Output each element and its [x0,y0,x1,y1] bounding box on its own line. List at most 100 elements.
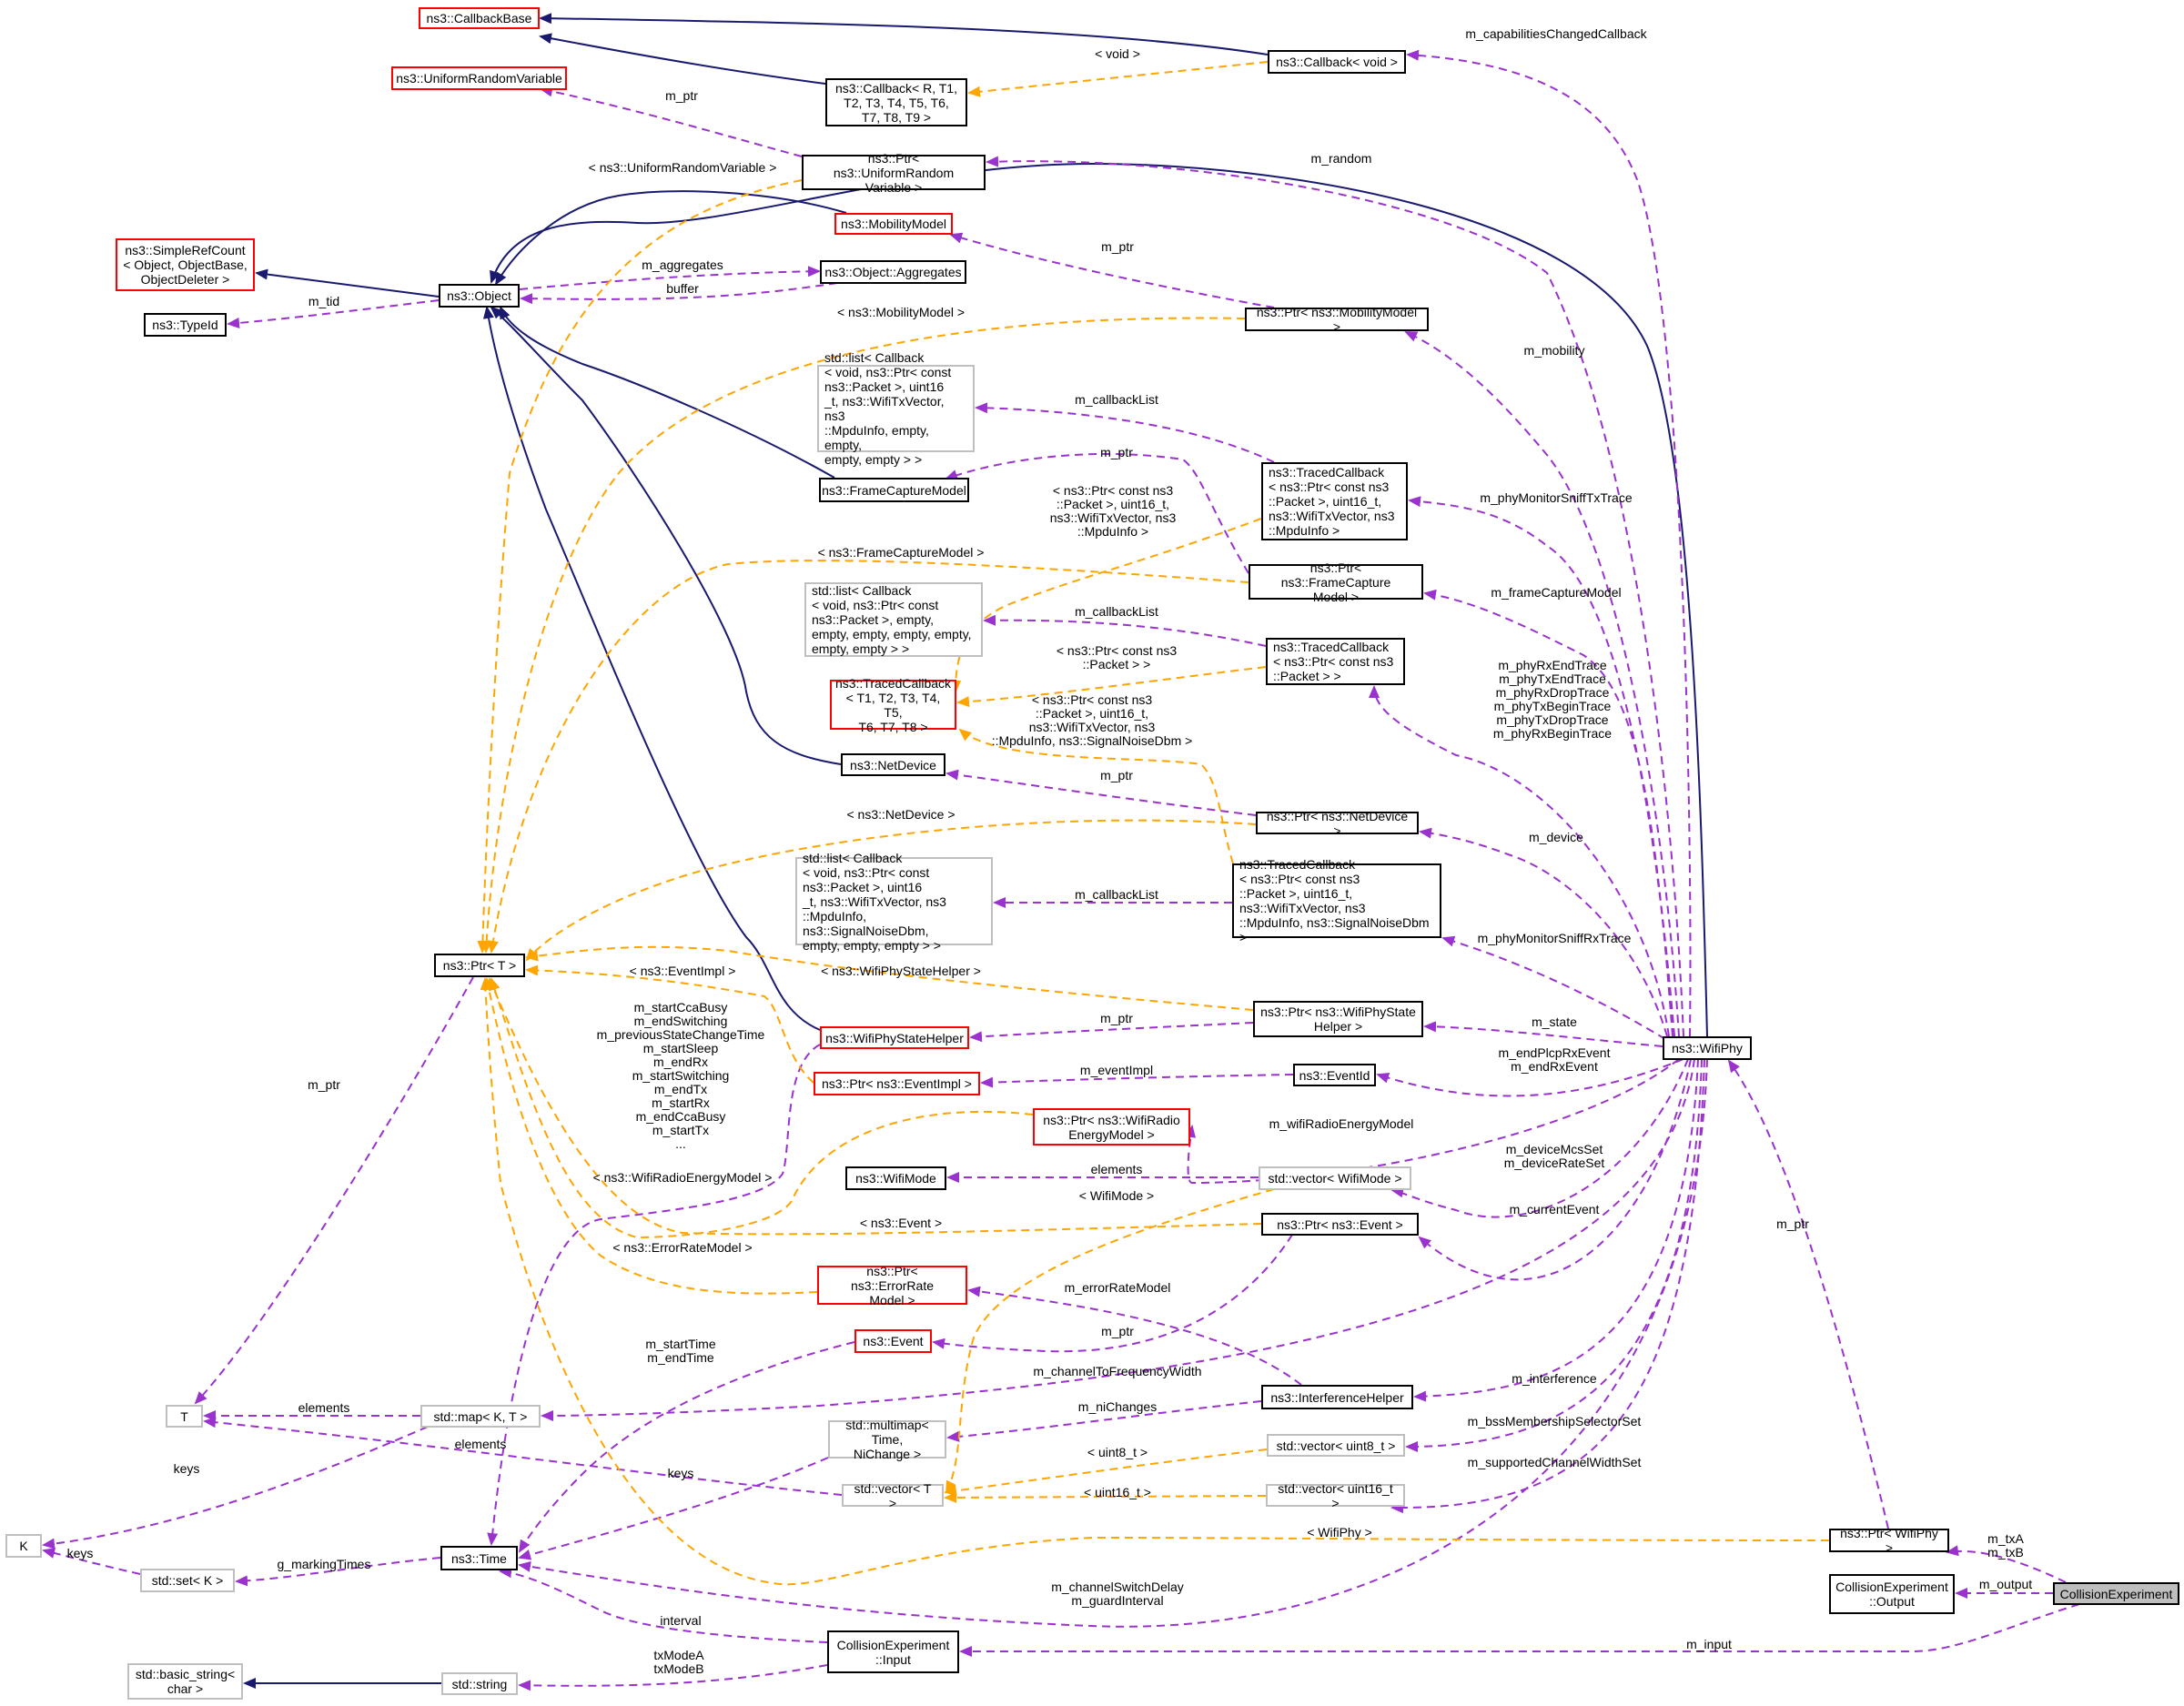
label-phy-traces: m_phyRxEndTrace m_phyTxEndTrace m_phyRxD… [1492,658,1613,741]
node-ptr-event[interactable]: ns3::Ptr< ns3::Event > [1261,1213,1419,1236]
node-uniform-random-variable[interactable]: ns3::UniformRandomVariable [391,66,567,90]
node-ptr-wifi-phy[interactable]: ns3::Ptr< WifiPhy > [1829,1526,1949,1555]
edge-eventimpl-tpl [525,964,814,1084]
edge-cblist-tx [975,402,1275,463]
node-collision-experiment-input[interactable]: CollisionExperiment ::Input [827,1630,959,1673]
edge-chan-freq [541,1058,1695,1421]
label-eventid-fields: m_endPlcpRxEvent m_endRxEvent [1498,1045,1611,1074]
node-k[interactable]: K [5,1534,42,1558]
node-collision-experiment-output[interactable]: CollisionExperiment ::Output [1829,1574,1955,1614]
node-traced-callback-tx[interactable]: ns3::TracedCallback < ns3::Ptr< const ns… [1261,462,1408,540]
edge-nd-tpl [525,819,1257,962]
label-chan-width: m_supportedChannelWidthSet [1467,1455,1642,1469]
edge-tx-ab [1946,1545,2067,1583]
node-ptr-frame-capture-model[interactable]: ns3::Ptr< ns3::FrameCapture Model > [1249,560,1423,604]
edge-wpsh-tpl [525,945,1254,1011]
node-map-k-t[interactable]: std::map< K, T > [420,1405,541,1428]
edge-wifiphy-tpl [480,977,1830,1586]
node-event-id[interactable]: ns3::EventId [1293,1064,1376,1086]
edge-switch-guard [518,1058,1708,1628]
node-collision-experiment[interactable]: CollisionExperiment [2053,1582,2179,1605]
node-wifi-mode[interactable]: ns3::WifiMode [845,1166,946,1190]
node-vector-wifi-mode[interactable]: std::vector< WifiMode > [1259,1166,1411,1190]
edge-erm-tpl [483,977,818,1295]
edge-fcm-ptr [945,452,1249,574]
label-current-event: m_currentEvent [1509,1202,1600,1216]
edge-wpsh-ptr [969,1022,1254,1043]
label-tctx-tpl: < ns3::Ptr< const ns3 ::Packet >, uint16… [1049,483,1177,539]
label-wifi-radio-energy: m_wifiRadioEnergyModel [1269,1116,1414,1131]
node-object-aggregates[interactable]: ns3::Object::Aggregates [820,260,966,284]
node-interference-helper[interactable]: ns3::InterferenceHelper [1261,1385,1413,1409]
node-t[interactable]: T [166,1405,203,1428]
node-ptr-wifi-phy-state-helper[interactable]: ns3::Ptr< ns3::WifiPhyState Helper > [1253,1001,1423,1037]
edge-callbackgeneric-callbackbase [539,33,826,85]
label-tcpacket-tpl: < ns3::Ptr< const ns3 ::Packet > > [1056,643,1178,671]
node-traced-callback-generic[interactable]: ns3::TracedCallback < T1, T2, T3, T4, T5… [830,676,956,734]
label-tid: m_tid [308,294,340,308]
label-input: m_input [1686,1637,1732,1651]
node-vector-uint16[interactable]: std::vector< uint16_t > [1266,1481,1405,1510]
node-basic-string[interactable]: std::basic_string< char > [127,1663,243,1700]
node-vector-uint8[interactable]: std::vector< uint8_t > [1267,1434,1405,1457]
label-rate-sets: m_deviceMcsSet m_deviceRateSet [1503,1142,1605,1170]
label-state: m_state [1532,1015,1577,1029]
node-object[interactable]: ns3::Object [439,284,520,308]
node-callback-base[interactable]: ns3::CallbackBase [419,7,540,29]
node-std-list-tx[interactable]: std::list< Callback < void, ns3::Ptr< co… [817,350,975,467]
label-cblist-packet: m_callbackList [1075,604,1158,619]
node-std-list-rx[interactable]: std::list< Callback < void, ns3::Ptr< co… [795,851,993,953]
node-callback-generic[interactable]: ns3::Callback< R, T1, T2, T3, T4, T5, T6… [825,78,967,126]
node-mobility-model[interactable]: ns3::MobilityModel [834,213,953,235]
label-keys-map: keys [173,1461,200,1476]
label-event-impl: m_eventImpl [1079,1063,1154,1077]
edge-callbackvoid-callbackbase [539,13,1269,56]
node-vector-t[interactable]: std::vector< T > [842,1481,944,1510]
node-ptr-uniform-random-variable[interactable]: ns3::Ptr< ns3::UniformRandom Variable > [802,151,986,195]
label-wifimode-tpl: < WifiMode > [1078,1188,1155,1203]
node-traced-callback-rx[interactable]: ns3::TracedCallback < ns3::Ptr< const ns… [1232,857,1441,944]
node-ptr-t[interactable]: ns3::Ptr< T > [434,954,525,977]
label-switch-guard: m_channelSwitchDelay m_guardInterval [1051,1580,1184,1608]
node-simple-ref-count[interactable]: ns3::SimpleRefCount < Object, ObjectBase… [116,238,255,291]
node-wifi-phy[interactable]: ns3::WifiPhy [1663,1036,1752,1060]
edge-state [1423,1021,1663,1047]
node-ptr-event-impl[interactable]: ns3::Ptr< ns3::EventImpl > [814,1072,980,1095]
node-ptr-mobility-model[interactable]: ns3::Ptr< ns3::MobilityModel > [1245,305,1429,334]
label-keys-set: keys [66,1546,94,1560]
node-ptr-error-rate-model[interactable]: ns3::Ptr< ns3::ErrorRate Model > [817,1264,967,1307]
label-cblist-rx: m_callbackList [1075,887,1158,902]
node-multimap-time-nichange[interactable]: std::multimap< Time, NiChange > [828,1418,946,1461]
node-ptr-net-device[interactable]: ns3::Ptr< ns3::NetDevice > [1256,809,1419,838]
edge-wrem-tpl [489,977,1034,1239]
edge-random [986,156,1684,1037]
edge-frame-capture [1423,589,1673,1037]
node-callback-void[interactable]: ns3::Callback< void > [1268,50,1406,74]
edge-tcpacket-tpl [956,666,1267,708]
label-ptrt-ptr: m_ptr [308,1077,340,1092]
node-wifi-phy-state-helper[interactable]: ns3::WifiPhyStateHelper [820,1026,969,1049]
node-frame-capture-model[interactable]: ns3::FrameCaptureModel [819,478,969,502]
label-tx-ab: m_txA m_txB [1987,1531,2024,1560]
node-type-id[interactable]: ns3::TypeId [144,313,227,337]
node-std-list-packet[interactable]: std::list< Callback < void, ns3::Ptr< co… [804,582,983,657]
node-time[interactable]: ns3::Time [440,1546,518,1570]
edge-fcm-tpl [488,560,1249,954]
label-start-end: m_startTime m_endTime [645,1337,716,1365]
node-ptr-wifi-radio-energy-model[interactable]: ns3::Ptr< ns3::WifiRadio EnergyModel > [1033,1108,1190,1146]
edge-aggregates [519,266,821,290]
label-error-rate: m_errorRateModel [1064,1280,1171,1295]
label-mobility: m_mobility [1523,343,1585,358]
node-traced-callback-packet[interactable]: ns3::TracedCallback < ns3::Ptr< const ns… [1266,638,1405,685]
edge-start-end [518,1341,855,1553]
label-uint16-tpl: < uint16_t > [1084,1485,1151,1499]
label-event-ptr: m_ptr [1101,1324,1134,1338]
label-wifiphy-tpl: < WifiPhy > [1307,1525,1372,1539]
node-set-k[interactable]: std::set< K > [140,1569,235,1592]
node-net-device[interactable]: ns3::NetDevice [841,753,945,776]
edge-netdevice-object [490,306,842,765]
node-std-string[interactable]: std::string [441,1672,518,1695]
node-event[interactable]: ns3::Event [854,1329,932,1353]
edge-mobility [1404,331,1680,1037]
